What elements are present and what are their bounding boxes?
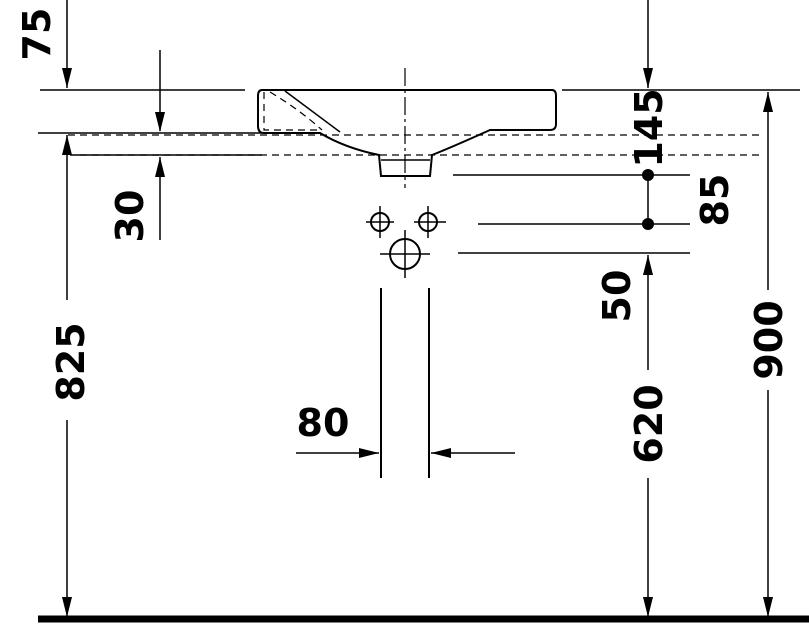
dim-80-label: 80 (297, 401, 350, 445)
drain-outlet (380, 230, 430, 278)
dim-80-arrow-right (431, 448, 451, 458)
dim-145-label: 145 (627, 88, 671, 167)
dim-620-arrow-top (643, 255, 653, 275)
dim-825-label: 825 (49, 322, 93, 401)
dim-30-label: 30 (108, 190, 152, 243)
dim-900-arrow-top (763, 92, 773, 112)
dim-30-arrow-top (155, 112, 165, 132)
dim-900-label: 900 (747, 300, 791, 379)
dim-85-dot-bottom (642, 218, 654, 230)
dim-30-arrow-bottom (155, 157, 165, 177)
dim-85-dot-top (642, 169, 654, 181)
dim-825-arrow-top (62, 135, 72, 155)
washbasin-outline (257, 89, 557, 177)
dim-75-label: 75 (15, 8, 59, 61)
valve-right (414, 206, 446, 238)
dim-80-arrow-left (359, 448, 379, 458)
dim-825-arrow-bottom (62, 597, 72, 617)
dim-620-label: 620 (627, 384, 671, 463)
dim-900-arrow-bottom (763, 597, 773, 617)
dim-85-label: 85 (693, 174, 737, 227)
dim-620-arrow-bottom (643, 597, 653, 617)
dim-75-arrow (62, 68, 72, 88)
dim-145-arrow (643, 68, 653, 88)
valve-left (366, 206, 394, 238)
dim-50-label: 50 (595, 270, 639, 323)
